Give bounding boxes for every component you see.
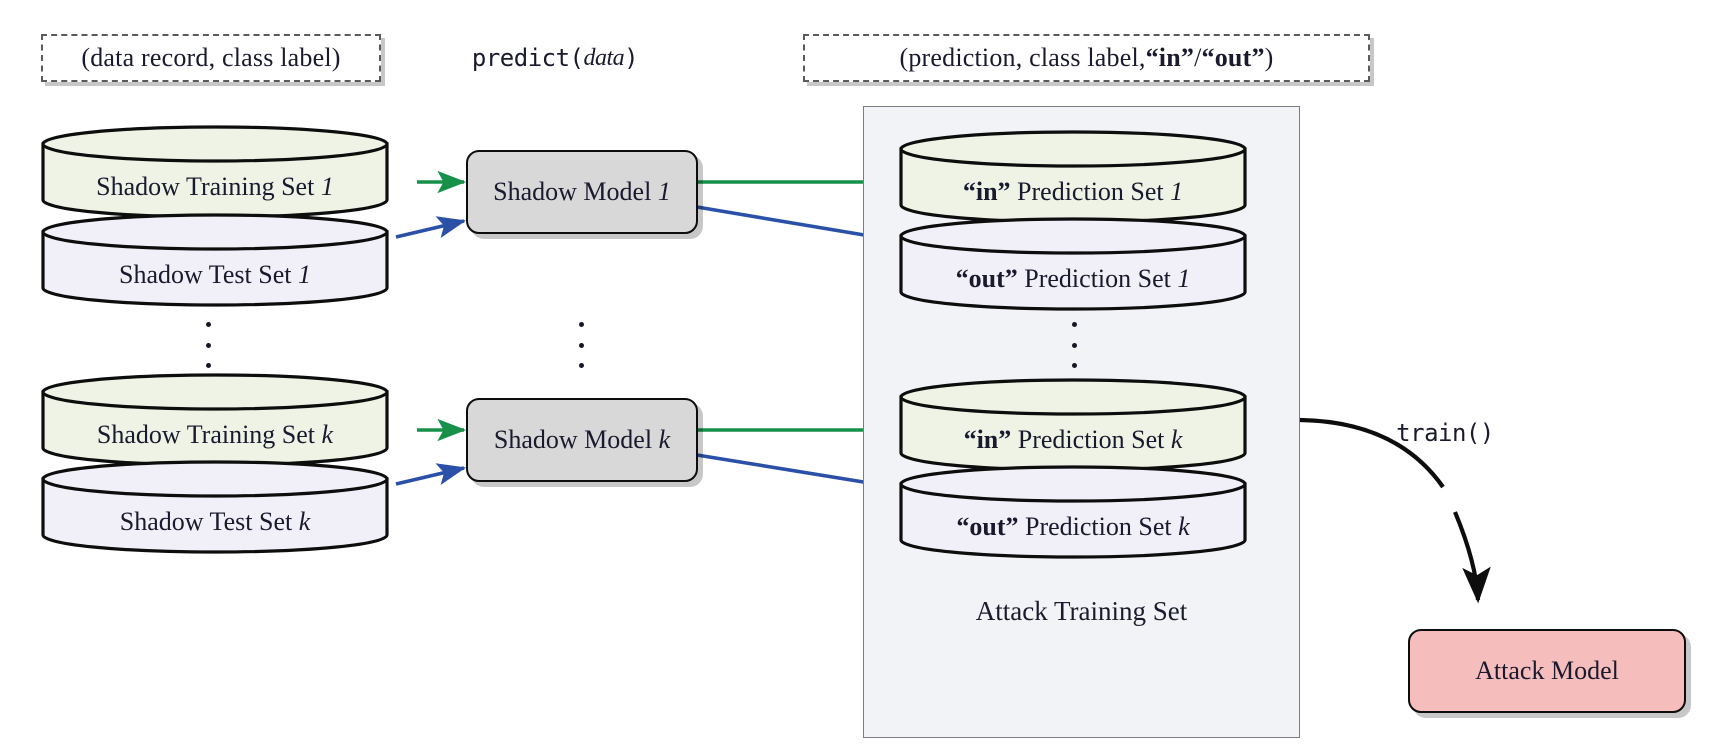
shadow-test-set-1: Shadow Test Set 1 xyxy=(41,213,389,307)
ellipsis-models xyxy=(579,322,584,368)
prediction-caption-tail: ) xyxy=(1264,43,1274,72)
prediction-caption: (prediction, class label, “in” / “out”) xyxy=(803,34,1370,82)
prediction-caption-out: “out” xyxy=(1201,43,1265,72)
train-edge-label: train() xyxy=(1396,419,1494,447)
out-prediction-set-1: “out” Prediction Set 1 xyxy=(899,217,1247,311)
out-prediction-set-k: “out” Prediction Set k xyxy=(899,465,1247,559)
predict-caption: predict(data) xyxy=(455,34,655,82)
arrow-train-edge-head xyxy=(1453,511,1491,604)
prediction-caption-sep: / xyxy=(1194,43,1202,72)
ellipsis-predictions xyxy=(1072,322,1077,368)
attack-model-box[interactable]: Attack Model xyxy=(1408,629,1686,713)
arrow-testk-to-modelk xyxy=(395,463,467,486)
in-prediction-set-k: “in” Prediction Set k xyxy=(899,378,1247,472)
data-record-caption-text: (data record, class label) xyxy=(81,43,341,72)
shadow-test-set-k: Shadow Test Set k xyxy=(41,460,389,554)
prediction-caption-in: “in” xyxy=(1145,43,1195,72)
shadow-model-1-label: Shadow Model 1 xyxy=(493,177,671,206)
shadow-training-set-1: Shadow Training Set 1 xyxy=(41,125,389,219)
ellipsis-datasets xyxy=(206,322,211,368)
shadow-model-1[interactable]: Shadow Model 1 xyxy=(466,150,698,234)
attack-training-set-label: Attack Training Set xyxy=(975,596,1188,626)
prediction-caption-lead: (prediction, class label, xyxy=(899,43,1146,72)
predict-caption-prefix: predict( xyxy=(471,44,584,72)
in-prediction-set-1: “in” Prediction Set 1 xyxy=(899,130,1247,224)
shadow-training-set-k: Shadow Training Set k xyxy=(41,373,389,467)
shadow-model-k[interactable]: Shadow Model k xyxy=(466,398,698,482)
shadow-model-k-label: Shadow Model k xyxy=(493,425,671,454)
predict-caption-arg: data xyxy=(583,44,625,71)
attack-model-label: Attack Model xyxy=(1475,656,1619,685)
predict-caption-suffix: ) xyxy=(624,44,639,72)
data-record-caption: (data record, class label) xyxy=(41,34,381,82)
arrow-test1-to-model1 xyxy=(395,216,467,239)
